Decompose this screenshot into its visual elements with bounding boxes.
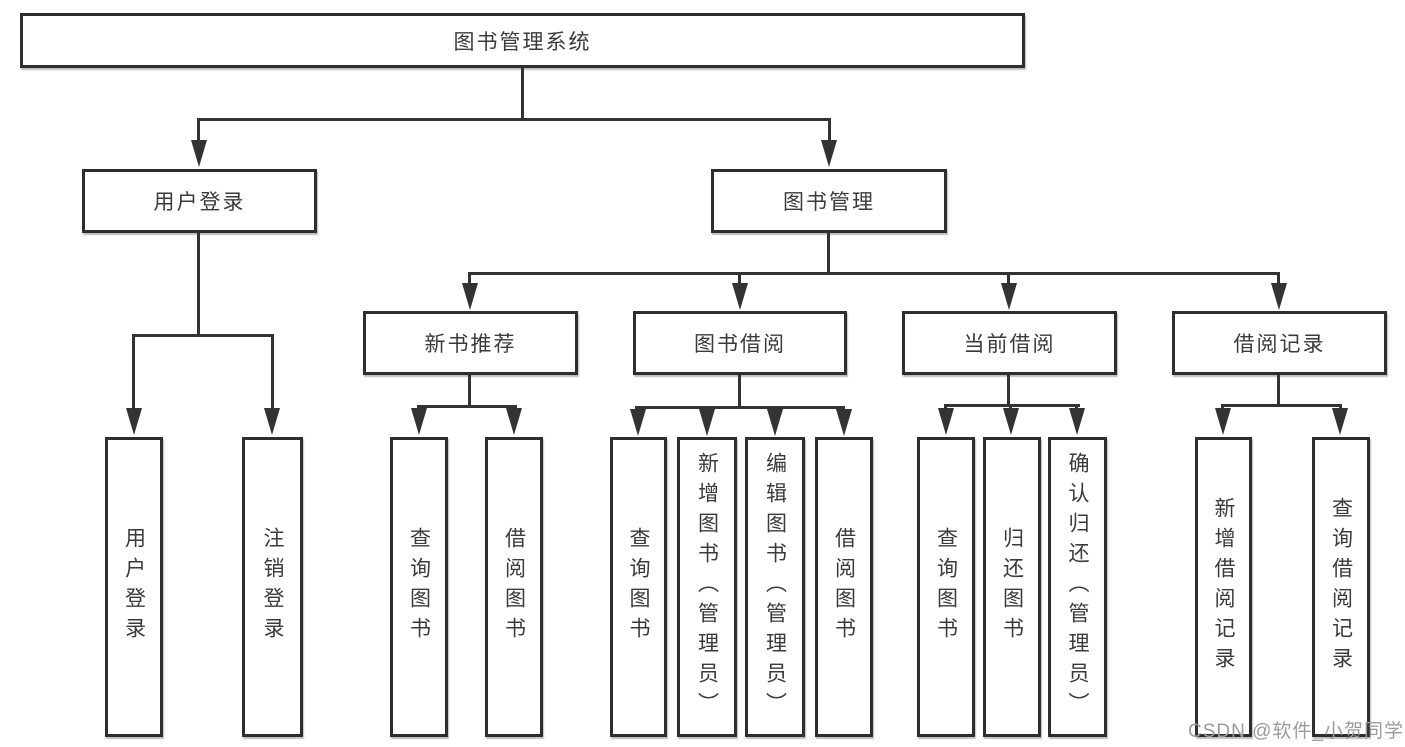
leaf-borrow-books-label: 借阅图书 [832,527,856,647]
connector-line [828,118,831,144]
connector-line [738,375,741,409]
arrow-down-icon [411,408,427,435]
node-book-management: 图书管理 [711,169,947,233]
leaf-logout: 注销登录 [242,437,303,737]
arrow-down-icon [821,140,837,167]
arrow-down-icon [732,283,748,310]
connector-line [468,375,471,408]
node-new-book-recommend: 新书推荐 [363,311,578,375]
node-root-label: 图书管理系统 [453,30,592,54]
node-book-borrowing-label: 图书借阅 [694,333,786,356]
connector-line [521,68,524,120]
leaf-query-borrow-record: 查询借阅记录 [1312,437,1370,737]
connector-line [1007,375,1010,407]
node-book-management-label: 图书管理 [783,191,875,214]
node-user-login: 用户登录 [82,169,317,233]
connector-line [635,406,845,409]
arrow-down-icon [506,408,522,435]
arrow-down-icon [767,409,783,436]
connector-line [1221,404,1342,407]
leaf-query-books-recommend: 查询图书 [390,437,448,737]
leaf-add-books-admin: 新增图书（管理员） [677,437,737,737]
leaf-add-borrow-record: 新增借阅记录 [1195,437,1252,737]
connector-line [132,334,135,411]
leaf-add-books-admin-label: 新增图书（管理员） [695,452,719,722]
arrow-down-icon [1001,283,1017,310]
leaf-add-borrow-record-label: 新增借阅记录 [1212,497,1235,677]
connector-line [468,272,471,286]
leaf-borrow-books: 借阅图书 [815,437,873,737]
connector-line [468,272,1280,275]
arrow-down-icon [1215,408,1231,435]
leaf-edit-books-admin-label: 编辑图书（管理员） [763,452,787,722]
leaf-query-books-current: 查询图书 [917,437,975,737]
leaf-confirm-return-admin: 确认归还（管理员） [1048,437,1107,737]
leaf-query-books-recommend-label: 查询图书 [407,527,431,647]
arrow-down-icon [836,409,852,436]
leaf-borrow-books-recommend-label: 借阅图书 [502,527,526,647]
arrow-down-icon [264,408,280,435]
leaf-query-books-current-label: 查询图书 [934,527,958,647]
leaf-logout-label: 注销登录 [261,527,284,647]
connector-line [738,272,741,286]
connector-line [1277,375,1280,407]
arrow-down-icon [191,140,207,167]
leaf-query-books-borrowing-label: 查询图书 [627,527,650,647]
leaf-user-login-label: 用户登录 [122,527,146,647]
node-new-book-recommend-label: 新书推荐 [424,333,517,356]
leaf-return-books-label: 归还图书 [1000,527,1024,647]
connector-line [197,118,831,121]
connector-line [827,233,830,275]
arrow-down-icon [1069,408,1085,435]
connector-line [417,405,517,408]
arrow-down-icon [1332,408,1348,435]
connector-line [1007,272,1010,286]
node-user-login-label: 用户登录 [153,191,246,214]
connector-line [132,334,274,337]
node-root: 图书管理系统 [20,13,1025,68]
leaf-edit-books-admin: 编辑图书（管理员） [745,437,805,737]
arrow-down-icon [1271,283,1287,310]
connector-line [197,233,200,337]
node-borrowing-records-label: 借阅记录 [1233,333,1326,356]
csdn-watermark: CSDN @软件_小贺同学 [1188,721,1404,742]
node-book-borrowing: 图书借阅 [633,311,847,375]
arrow-down-icon [699,409,715,436]
arrow-down-icon [938,408,954,435]
leaf-borrow-books-recommend: 借阅图书 [485,437,543,737]
leaf-confirm-return-admin-label: 确认归还（管理员） [1066,452,1089,722]
connector-line [197,118,200,144]
leaf-query-books-borrowing: 查询图书 [610,437,667,737]
arrow-down-icon [126,408,142,435]
connector-line [1277,272,1280,286]
node-current-borrowing: 当前借阅 [902,311,1117,375]
leaf-query-borrow-record-label: 查询借阅记录 [1329,497,1353,677]
node-current-borrowing-label: 当前借阅 [963,333,1056,356]
arrow-down-icon [630,409,646,436]
leaf-user-login: 用户登录 [105,437,163,737]
arrow-down-icon [1003,408,1019,435]
connector-line [271,334,274,411]
node-borrowing-records: 借阅记录 [1172,311,1387,375]
connector-line [944,404,1080,407]
arrow-down-icon [462,283,478,310]
leaf-return-books: 归还图书 [983,437,1041,737]
